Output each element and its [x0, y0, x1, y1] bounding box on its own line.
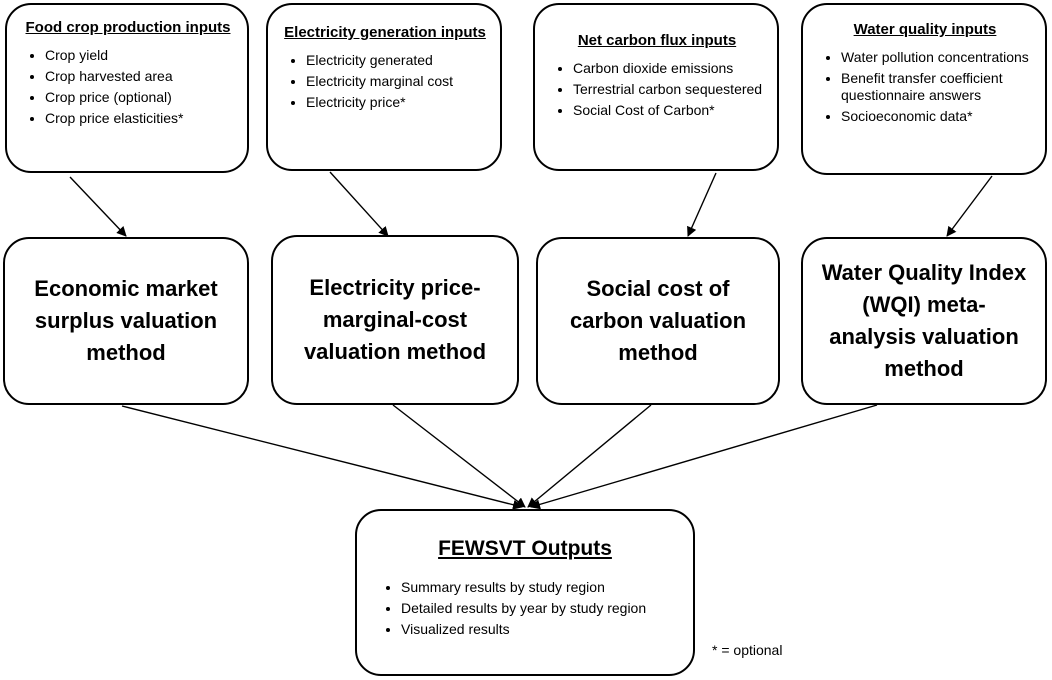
carbon-flux-inputs-box: Net carbon flux inputs Carbon dioxide em… — [533, 3, 779, 171]
arrow-water-inputs-to-method — [946, 175, 993, 237]
list-item: Benefit transfer coefficient questionnai… — [841, 70, 1035, 104]
fewsvt-outputs-title: FEWSVT Outputs — [438, 537, 612, 560]
water-quality-inputs-box: Water quality inputs Water pollution con… — [801, 3, 1047, 175]
list-item: Terrestrial carbon sequestered — [573, 81, 767, 98]
arrow-carbon-inputs-to-method — [687, 172, 717, 237]
list-item: Crop price elasticities* — [45, 110, 237, 127]
list-item: Water pollution concentrations — [841, 49, 1035, 66]
list-item: Carbon dioxide emissions — [573, 60, 767, 77]
carbon-method-box: Social cost of carbon valuation method — [536, 237, 780, 405]
list-item: Visualized results — [401, 621, 693, 638]
list-item: Social Cost of Carbon* — [573, 102, 767, 119]
electricity-method-label: Electricity price-marginal-cost valuatio… — [303, 275, 487, 364]
list-item: Socioeconomic data* — [841, 108, 1035, 125]
fewsvt-outputs-list: Summary results by study region Detailed… — [357, 579, 693, 638]
arrow-food-inputs-to-method — [69, 176, 127, 237]
list-item: Crop price (optional) — [45, 89, 237, 106]
water-quality-inputs-list: Water pollution concentrations Benefit t… — [815, 49, 1035, 125]
electricity-method-box: Electricity price-marginal-cost valuatio… — [271, 235, 519, 405]
fewsvt-outputs-box: FEWSVT Outputs Summary results by study … — [355, 509, 695, 676]
arrow-method2-to-outputs — [392, 404, 526, 508]
electricity-inputs-box: Electricity generation inputs Electricit… — [266, 3, 502, 171]
food-crop-inputs-list: Crop yield Crop harvested area Crop pric… — [19, 47, 237, 127]
list-item: Crop harvested area — [45, 68, 237, 85]
arrow-electricity-inputs-to-method — [329, 171, 389, 237]
list-item: Electricity marginal cost — [306, 73, 490, 90]
list-item: Electricity price* — [306, 94, 490, 111]
carbon-method-label: Social cost of carbon valuation method — [569, 276, 747, 365]
food-crop-inputs-title: Food crop production inputs — [25, 19, 231, 36]
arrow-method1-to-outputs — [121, 405, 523, 510]
list-item: Detailed results by year by study region — [401, 600, 693, 617]
market-surplus-method-box: Economic market surplus valuation method — [3, 237, 249, 405]
wqi-method-label: Water Quality Index (WQI) meta-analysis … — [821, 260, 1027, 381]
electricity-inputs-title: Electricity generation inputs — [284, 24, 486, 41]
carbon-flux-inputs-list: Carbon dioxide emissions Terrestrial car… — [547, 60, 767, 119]
list-item: Electricity generated — [306, 52, 490, 69]
arrow-method4-to-outputs — [530, 404, 878, 510]
electricity-inputs-list: Electricity generated Electricity margin… — [280, 52, 490, 111]
list-item: Crop yield — [45, 47, 237, 64]
water-quality-inputs-title: Water quality inputs — [853, 21, 997, 38]
carbon-flux-inputs-title: Net carbon flux inputs — [577, 32, 737, 49]
wqi-method-box: Water Quality Index (WQI) meta-analysis … — [801, 237, 1047, 405]
arrow-method3-to-outputs — [527, 404, 652, 508]
optional-note: * = optional — [712, 642, 783, 658]
food-crop-inputs-box: Food crop production inputs Crop yield C… — [5, 3, 249, 173]
market-surplus-method-label: Economic market surplus valuation method — [34, 276, 218, 365]
list-item: Summary results by study region — [401, 579, 693, 596]
